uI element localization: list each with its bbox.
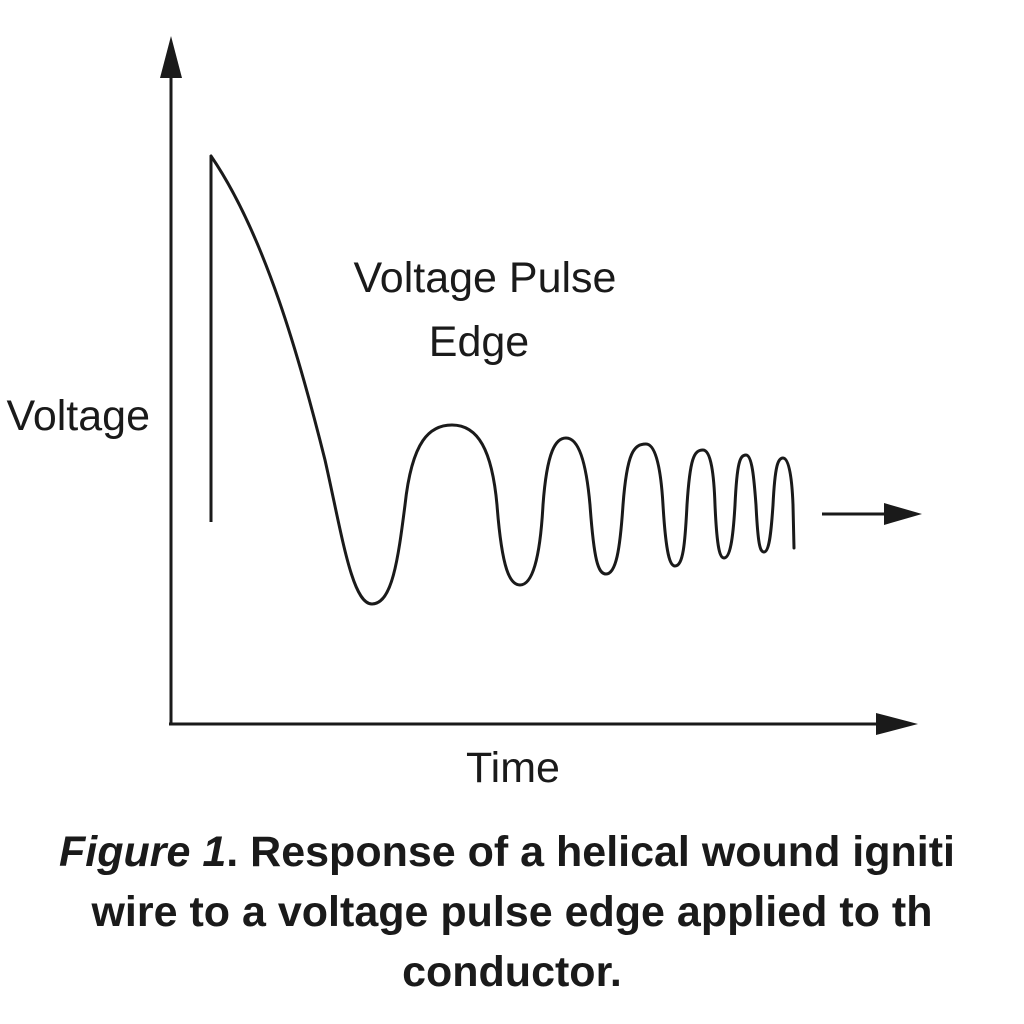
annotation-line1: Voltage Pulse (354, 254, 617, 302)
continuation-arrowhead (884, 503, 922, 525)
x-axis-label: Time (466, 744, 560, 792)
caption-line-2: wire to a voltage pulse edge applied to … (91, 888, 933, 936)
y-axis-arrowhead (160, 36, 182, 78)
figure-caption: Figure 1. Response of a helical wound ig… (0, 822, 1024, 1002)
figure-label: Figure 1 (59, 828, 227, 876)
annotation-line2: Edge (429, 318, 529, 366)
caption-line-1-text: . Response of a helical wound igniti (226, 828, 955, 876)
caption-line-3: conductor. (402, 948, 622, 996)
ringing-response-curve (209, 154, 796, 606)
x-axis-arrowhead (876, 713, 918, 735)
caption-line-1: Figure 1. Response of a helical wound ig… (0, 822, 1024, 882)
y-axis-label: Voltage (7, 392, 150, 440)
